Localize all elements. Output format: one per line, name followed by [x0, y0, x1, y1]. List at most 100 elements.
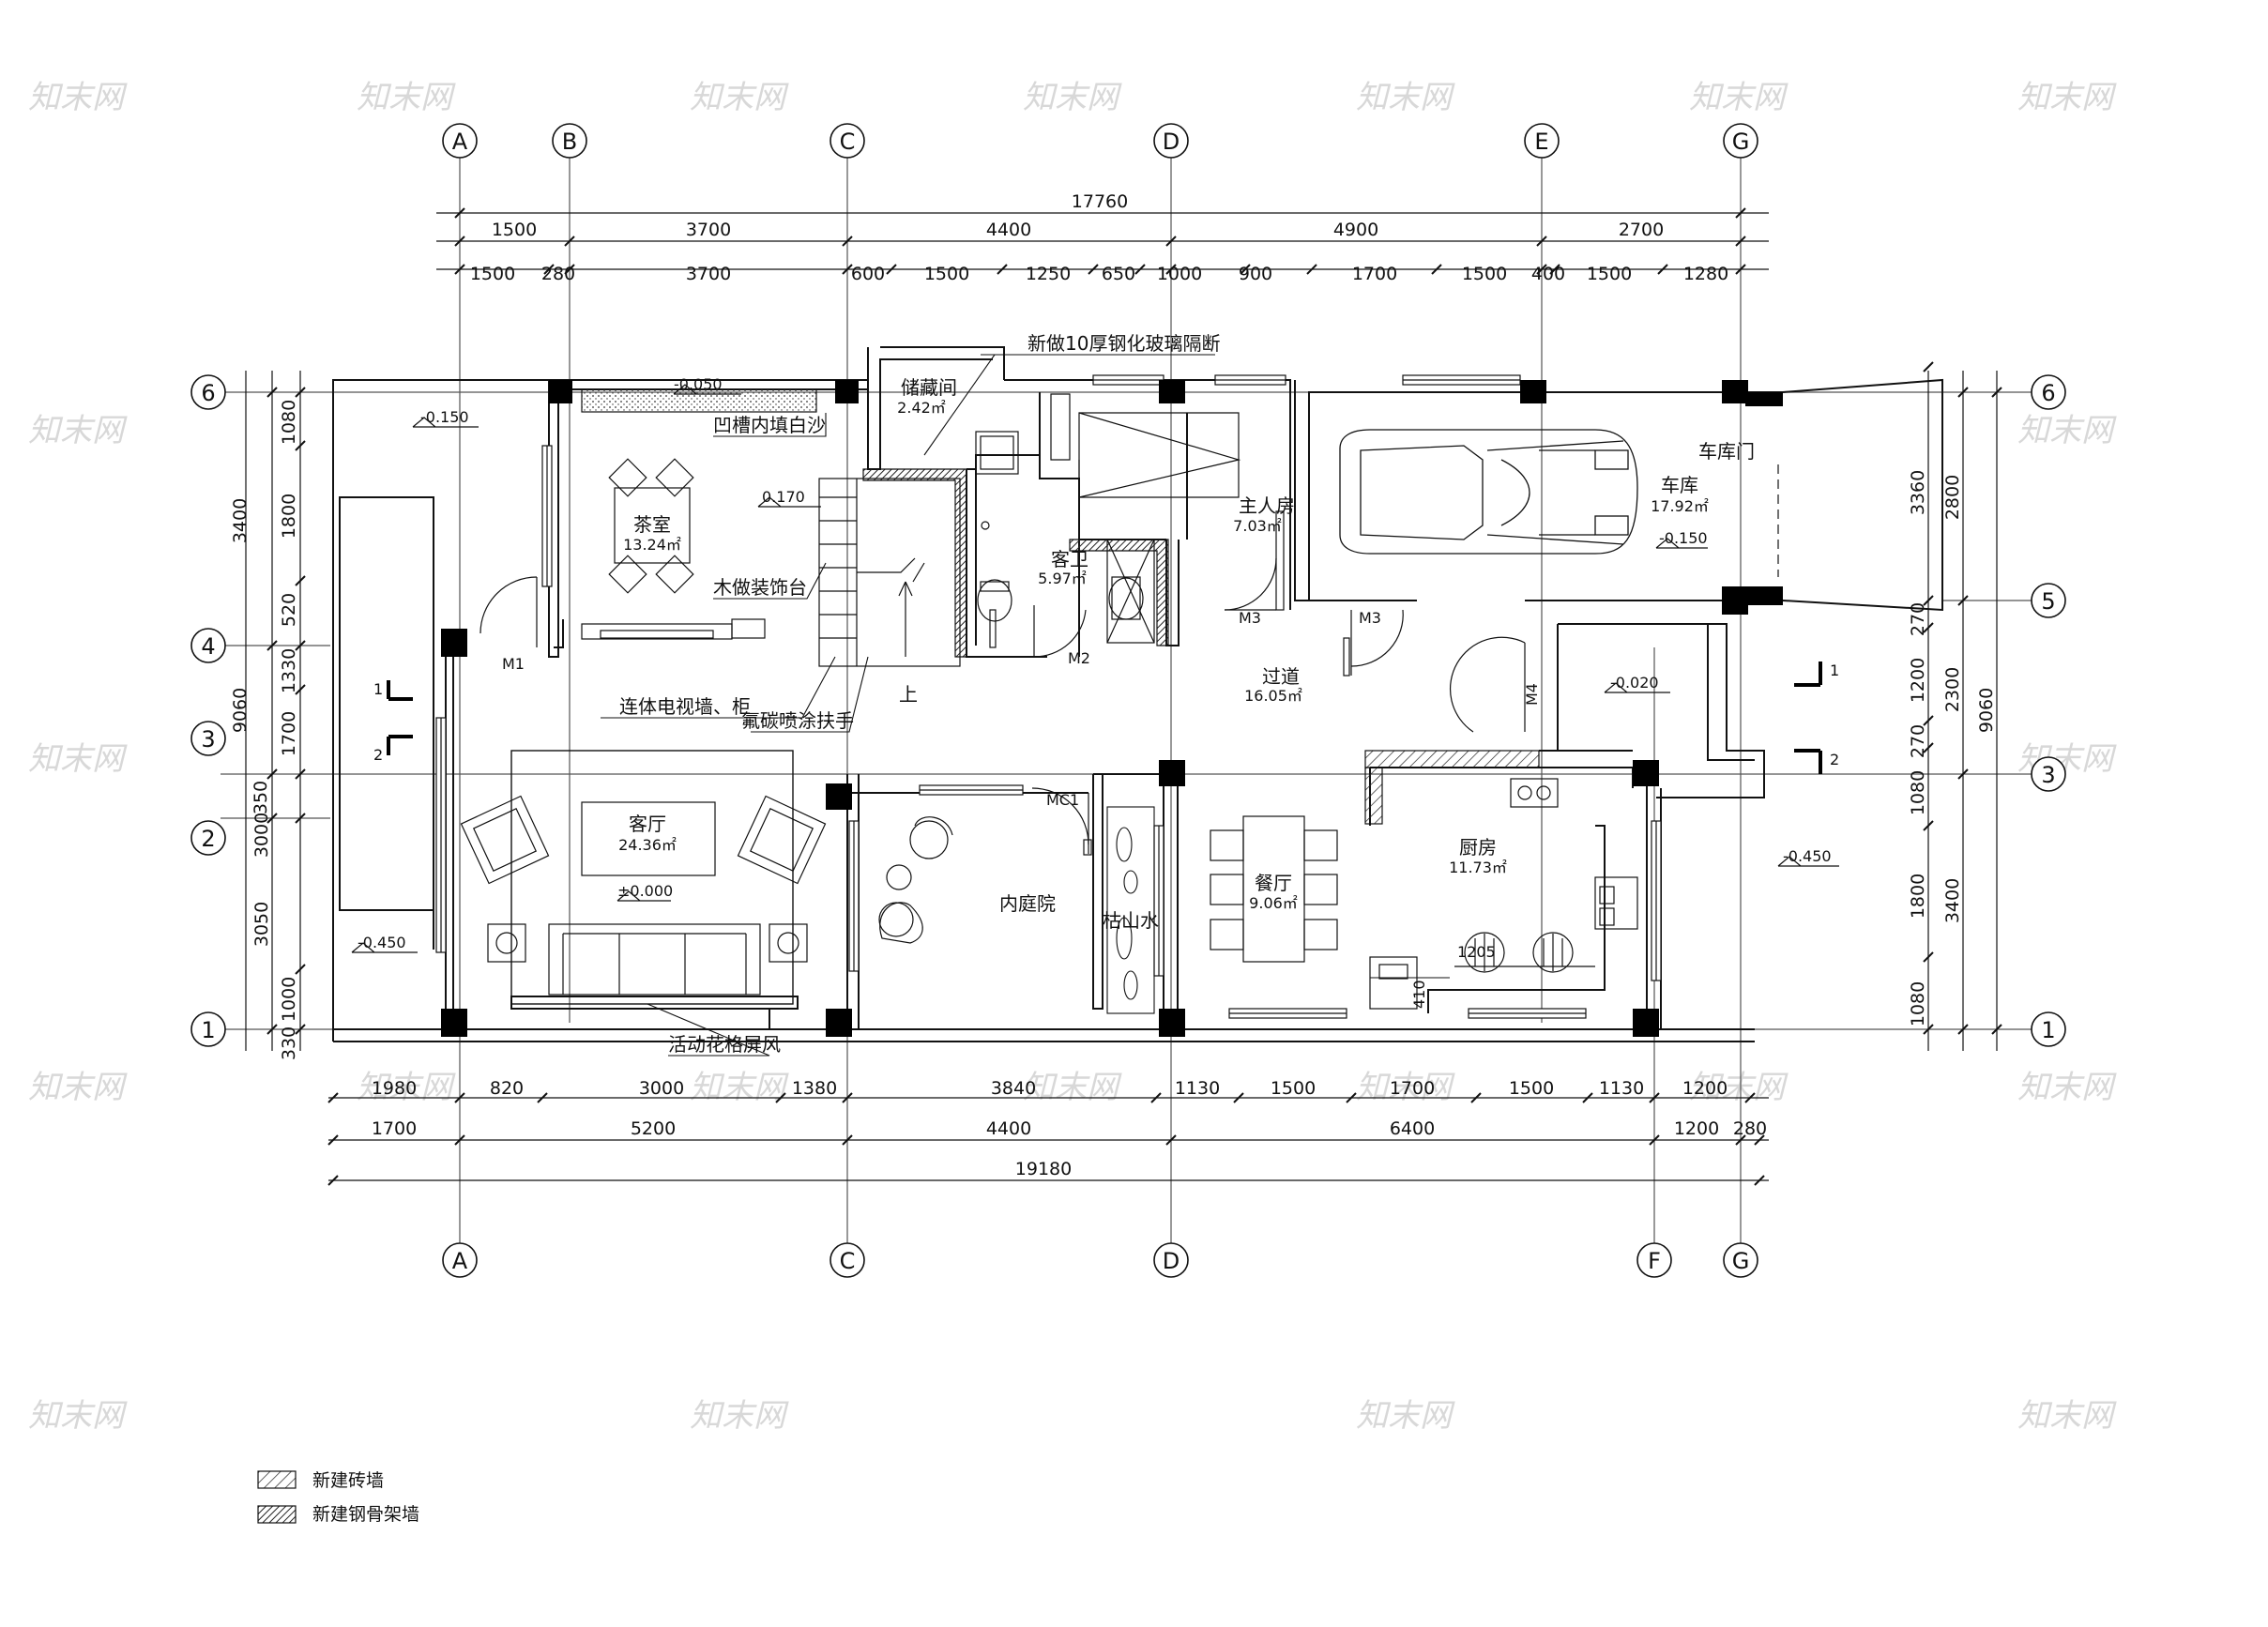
dining-furniture [1210, 815, 1338, 963]
watermark: 知末网 [28, 412, 128, 449]
room-area-tea: 13.24㎡ [623, 536, 681, 554]
axis-label-top: G [1732, 129, 1750, 155]
bathroom-fixtures [975, 393, 1144, 622]
dim-right-outer: 2300 [1942, 667, 1963, 712]
watermark: 知末网 [357, 1069, 456, 1106]
dim-left-outer: 9060 [230, 688, 251, 733]
dim-bottom-row1: 3840 [991, 1078, 1036, 1099]
dim-right-inner: 3360 [1908, 470, 1928, 515]
level-label: -0.150 [1659, 529, 1708, 547]
dim-bottom-row2: 1700 [372, 1118, 417, 1139]
kitchen-dim: 1205 [1457, 943, 1496, 961]
door-tag: M3 [1239, 609, 1261, 627]
dim-bottom-row1: 1500 [1509, 1078, 1554, 1099]
dim-right-inner: 270 [1908, 602, 1928, 636]
dim-left-inner: 1000 [279, 977, 299, 1022]
section-mark: 2 [373, 746, 383, 764]
dim-bottom-row1: 1200 [1682, 1078, 1728, 1099]
level-label: ±0.000 [617, 882, 673, 900]
dim-top-row1: 2700 [1619, 220, 1664, 240]
living-furniture [460, 750, 827, 1005]
note-groove-sand: 凹槽内填白沙 [713, 414, 826, 436]
legend-label-brick: 新建砖墙 [312, 1470, 384, 1491]
level-label: -0.450 [358, 934, 406, 951]
room-name-dining: 餐厅 [1255, 872, 1292, 894]
room-area-master: 7.03㎡ [1233, 517, 1282, 535]
dim-bottom-row1: 1500 [1271, 1078, 1316, 1099]
level-label: -0.020 [1610, 674, 1659, 692]
dim-left-inner: 1800 [279, 494, 299, 539]
axis-label-top: A [452, 129, 468, 155]
watermark: 知末网 [1689, 79, 1789, 116]
section-mark: 1 [1830, 661, 1839, 679]
axis-bubbles-bottom [442, 1242, 1758, 1278]
legend-label-steel: 新建钢骨架墙 [312, 1504, 419, 1525]
dim-top-row2: 400 [1531, 264, 1565, 284]
watermark: 知末网 [2017, 79, 2117, 116]
room-area-dining: 9.06㎡ [1249, 894, 1298, 912]
legend-swatch-brick [257, 1470, 297, 1489]
axis-label-bottom: A [452, 1248, 468, 1274]
tea-table [581, 458, 766, 640]
axis-label-left: 4 [201, 633, 215, 660]
watermark: 知末网 [1356, 1397, 1455, 1435]
dim-bottom-row1: 820 [490, 1078, 524, 1099]
room-area-kitchen: 11.73㎡ [1449, 859, 1507, 876]
dim-left-inner: 1330 [279, 648, 299, 693]
dim-total-top: 17760 [1072, 191, 1128, 212]
dim-top-row2: 900 [1239, 264, 1272, 284]
room-area-corridor: 16.05㎡ [1244, 687, 1302, 705]
axis-label-top: D [1163, 129, 1180, 155]
dim-top-row2: 1500 [924, 264, 969, 284]
room-name-living: 客厅 [629, 813, 666, 835]
axis-label-left: 6 [201, 380, 215, 406]
dim-bottom-row2: 5200 [631, 1118, 676, 1139]
dim-bottom-row2: 280 [1733, 1118, 1767, 1139]
courtyard-furniture [878, 816, 953, 944]
watermark: 知末网 [1023, 1069, 1122, 1106]
dim-top-row2: 1500 [1462, 264, 1507, 284]
axis-label-bottom: G [1732, 1248, 1750, 1274]
axis-label-left: 1 [201, 1017, 215, 1043]
note-handrail: 氟碳喷涂扶手 [741, 709, 854, 732]
level-markers [351, 384, 1839, 953]
note-screen: 活动花格屏风 [668, 1033, 781, 1056]
dim-bottom-row2: 6400 [1390, 1118, 1435, 1139]
dim-right-inner: 1800 [1908, 874, 1928, 919]
dim-top-row2: 280 [541, 264, 575, 284]
dim-top-row2: 1250 [1026, 264, 1071, 284]
dim-bottom-row2: 4400 [986, 1118, 1031, 1139]
dim-bottom-row1: 3000 [639, 1078, 684, 1099]
watermark: 知末网 [1023, 79, 1122, 116]
room-name-master: 主人房 [1239, 494, 1295, 517]
door-tag: M1 [502, 655, 525, 673]
watermark-layer: 知末网 知末网 知末网 知末网 知末网 知末网 知末网 知末网 知末网 知末网 … [28, 79, 2117, 1435]
dim-bottom-row1: 1130 [1175, 1078, 1220, 1099]
axis-label-left: 2 [201, 826, 215, 852]
axis-label-right: 5 [2041, 588, 2055, 615]
door-tag: M3 [1359, 609, 1381, 627]
door-tag: M2 [1068, 649, 1090, 667]
dim-bottom-row2: 1200 [1674, 1118, 1719, 1139]
axis-label-bottom: F [1648, 1248, 1661, 1274]
dim-top-row2: 600 [851, 264, 885, 284]
dim-left-outer: 3050 [251, 902, 272, 947]
room-area-garage: 17.92㎡ [1651, 497, 1709, 515]
watermark: 知末网 [2017, 412, 2117, 449]
room-name-kitchen: 厨房 [1459, 836, 1497, 859]
new-walls-hatched [581, 388, 1540, 825]
watermark: 知末网 [690, 1069, 789, 1106]
watermark: 知末网 [28, 79, 128, 116]
dim-bottom-row1: 1130 [1599, 1078, 1644, 1099]
room-name-dry-garden: 枯山水 [1103, 909, 1159, 932]
level-label: -0.150 [420, 408, 469, 426]
axis-bubbles-top [442, 123, 1758, 159]
note-leaders [601, 354, 1450, 1057]
garage-car [1339, 429, 1638, 555]
dim-top-row1: 4400 [986, 220, 1031, 240]
axis-bubbles-right [2031, 374, 2066, 1047]
dim-right-outer: 9060 [1976, 688, 1997, 733]
axis-label-top: B [562, 129, 577, 155]
dim-left-outer: 3000 [251, 813, 272, 858]
